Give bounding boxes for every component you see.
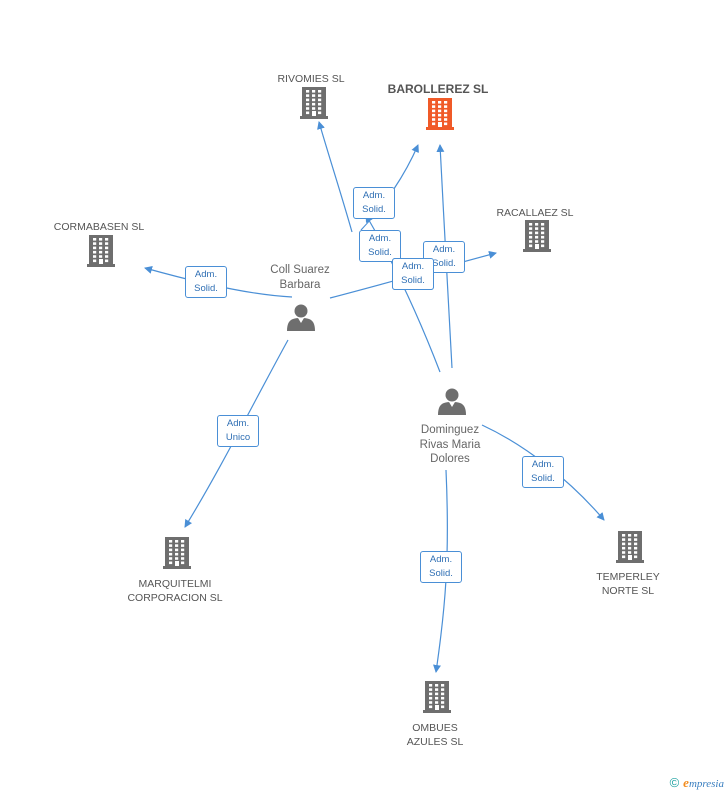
building-icon-ombues[interactable] (423, 681, 451, 713)
building-icon-cormabasen[interactable] (87, 235, 115, 267)
company-label-rivomies[interactable]: RIVOMIES SL (277, 73, 345, 85)
role-label-coll-to-rivomies[interactable]: Adm. Solid. (353, 187, 395, 219)
edge-coll-to-rivomies (317, 121, 353, 233)
building-icon-marquitelmi[interactable] (163, 537, 191, 569)
building-icon-racallaez[interactable] (523, 220, 551, 252)
role-label-dominguez-to-ombues[interactable]: Adm. Solid. (420, 551, 462, 583)
company-label-ombues[interactable]: OMBUES AZULES SL (406, 722, 464, 748)
person-icon-coll[interactable] (287, 304, 315, 332)
company-label-temperley[interactable]: TEMPERLEY NORTE SL (596, 571, 660, 597)
person-icon-dominguez[interactable] (438, 388, 466, 416)
company-label-racallaez[interactable]: RACALLAEZ SL (496, 207, 574, 219)
company-label-barollerez[interactable]: BAROLLEREZ SL (387, 82, 489, 96)
role-label-coll-to-barollerez[interactable]: Adm. Solid. (359, 230, 401, 262)
copyright-icon: © (669, 775, 680, 790)
building-icon-rivomies[interactable] (300, 87, 328, 119)
empresia-logo[interactable]: ©empresia (670, 775, 724, 791)
person-label-dominguez[interactable]: Dominguez Rivas Maria Dolores (419, 424, 481, 465)
role-label-dominguez-to-rivomies[interactable]: Adm. Solid. (392, 258, 434, 290)
company-label-marquitelmi[interactable]: MARQUITELMI CORPORACION SL (127, 578, 223, 604)
role-label-dominguez-to-temperley[interactable]: Adm. Solid. (522, 456, 564, 488)
logo-text: mpresia (688, 778, 724, 790)
person-label-coll[interactable]: Coll Suarez Barbara (270, 264, 330, 291)
company-label-cormabasen[interactable]: CORMABASEN SL (53, 221, 145, 233)
building-icon-barollerez[interactable] (426, 98, 454, 130)
building-icon-temperley[interactable] (616, 531, 644, 563)
role-label-coll-to-cormabasen[interactable]: Adm. Solid. (185, 266, 227, 298)
logo-initial: e (683, 775, 689, 790)
role-label-coll-to-marquitelmi[interactable]: Adm. Unico (217, 415, 259, 447)
